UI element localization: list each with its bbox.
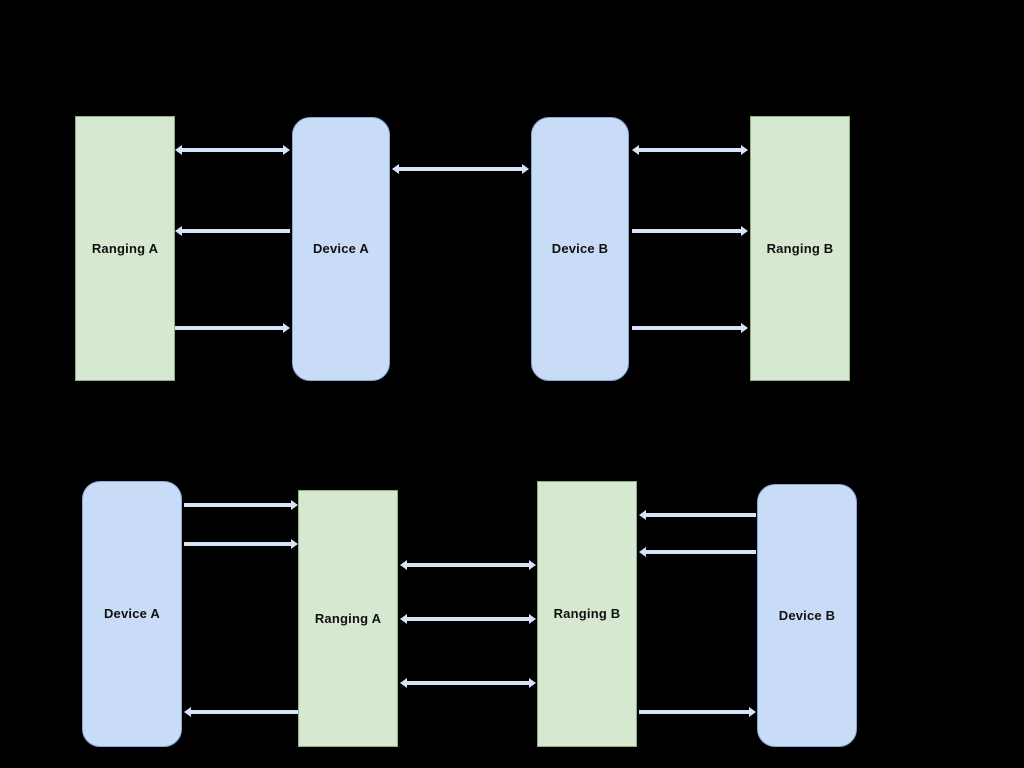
arrow-top-ranging-a-to-top-device-a [175,321,290,335]
arrow-bot-device-b-to-bot-ranging-b [639,508,756,522]
arrow-bot-ranging-a-to-bot-ranging-b [400,612,536,626]
node-bot-device-a[interactable]: Device A [82,481,182,747]
node-label: Device A [103,606,161,622]
node-bot-ranging-a[interactable]: Ranging A [298,490,398,747]
node-label: Ranging B [553,606,621,622]
arrow-bot-device-a-to-bot-ranging-a [184,537,298,551]
arrow-bot-ranging-b-to-bot-device-b [639,705,756,719]
node-bot-ranging-b[interactable]: Ranging B [537,481,637,747]
arrow-bot-ranging-a-to-bot-device-a [184,705,298,719]
arrow-top-device-b-to-top-ranging-b [632,224,748,238]
arrow-bot-device-a-to-bot-ranging-a [184,498,298,512]
node-bot-device-b[interactable]: Device B [757,484,857,747]
arrow-bot-device-b-to-bot-ranging-b [639,545,756,559]
arrow-top-device-a-to-top-device-b [392,162,529,176]
arrow-top-device-b-to-top-ranging-b [632,143,748,157]
arrow-top-ranging-a-to-top-device-a [175,143,290,157]
node-top-ranging-b[interactable]: Ranging B [750,116,850,381]
arrow-top-device-b-to-top-ranging-b [632,321,748,335]
node-label: Ranging A [314,610,382,626]
arrow-bot-ranging-a-to-bot-ranging-b [400,676,536,690]
arrow-bot-ranging-a-to-bot-ranging-b [400,558,536,572]
arrow-top-device-a-to-top-ranging-a [175,224,290,238]
node-label: Device B [778,607,836,623]
